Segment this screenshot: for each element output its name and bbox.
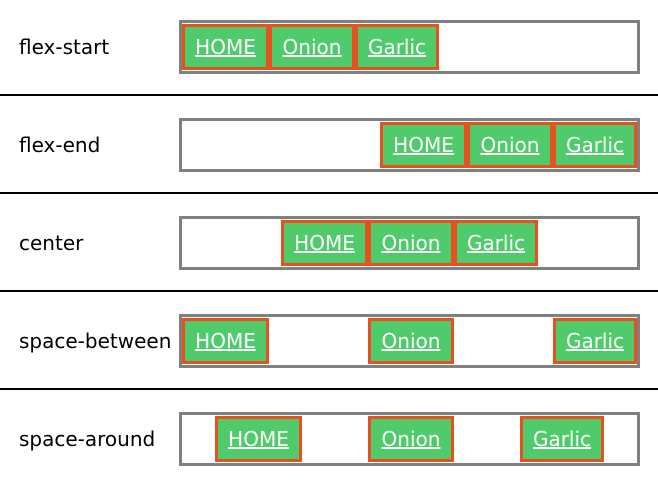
nav-link-onion[interactable]: Onion: [467, 122, 553, 168]
nav-link-garlic[interactable]: Garlic: [553, 122, 637, 168]
row-space-between: space-between HOME Onion Garlic: [0, 294, 658, 390]
flex-container: HOME Onion Garlic: [179, 314, 640, 368]
row-label: flex-start: [19, 35, 110, 59]
row-label: space-between: [19, 329, 172, 353]
row-label: space-around: [19, 427, 156, 451]
row-center: center HOME Onion Garlic: [0, 196, 658, 292]
flex-container: HOME Onion Garlic: [179, 412, 640, 466]
row-label: center: [19, 231, 84, 255]
nav-link-garlic[interactable]: Garlic: [520, 416, 604, 462]
flex-container: HOME Onion Garlic: [179, 20, 640, 74]
nav-link-garlic[interactable]: Garlic: [454, 220, 538, 266]
nav-link-home[interactable]: HOME: [182, 318, 269, 364]
nav-link-onion[interactable]: Onion: [269, 24, 355, 70]
row-flex-end: flex-end HOME Onion Garlic: [0, 98, 658, 194]
nav-link-home[interactable]: HOME: [215, 416, 302, 462]
row-space-around: space-around HOME Onion Garlic: [0, 392, 658, 488]
nav-link-home[interactable]: HOME: [380, 122, 467, 168]
flex-container: HOME Onion Garlic: [179, 216, 640, 270]
row-flex-start: flex-start HOME Onion Garlic: [0, 0, 658, 96]
row-label: flex-end: [19, 133, 101, 157]
nav-link-garlic[interactable]: Garlic: [553, 318, 637, 364]
nav-link-garlic[interactable]: Garlic: [355, 24, 439, 70]
nav-link-home[interactable]: HOME: [281, 220, 368, 266]
nav-link-onion[interactable]: Onion: [368, 220, 454, 266]
nav-link-onion[interactable]: Onion: [368, 318, 454, 364]
flex-container: HOME Onion Garlic: [179, 118, 640, 172]
nav-link-home[interactable]: HOME: [182, 24, 269, 70]
nav-link-onion[interactable]: Onion: [368, 416, 454, 462]
